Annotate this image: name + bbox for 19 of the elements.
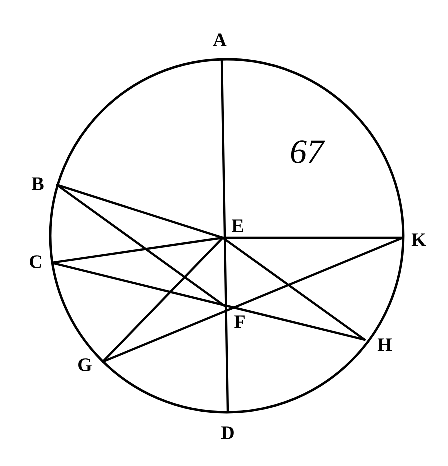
line-segment [102, 236, 404, 364]
line-segment [222, 237, 366, 341]
point-label: E [232, 220, 244, 232]
line-segment [220, 59, 230, 413]
point-label: B [32, 178, 44, 190]
point-label: G [78, 358, 92, 372]
figure-number: 67 [291, 140, 326, 164]
line-segment [102, 237, 224, 363]
line-segment [56, 184, 227, 308]
point-label: D [221, 426, 234, 440]
point-label: H [378, 338, 392, 352]
point-label: C [30, 256, 42, 268]
point-label: A [213, 34, 227, 46]
line-segment [51, 262, 366, 342]
point-label: F [234, 316, 245, 328]
point-label: K [412, 234, 426, 246]
line-segment [222, 236, 404, 240]
line-segment [51, 236, 224, 264]
line-segment [56, 184, 224, 240]
